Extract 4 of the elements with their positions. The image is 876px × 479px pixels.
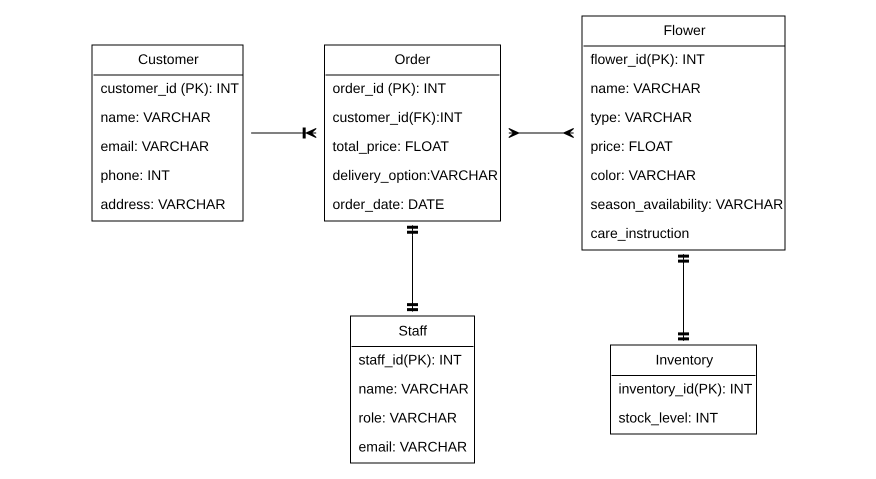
connector (250, 128, 316, 138)
connector (508, 128, 574, 138)
connector (678, 254, 688, 342)
connector (406, 224, 418, 312)
